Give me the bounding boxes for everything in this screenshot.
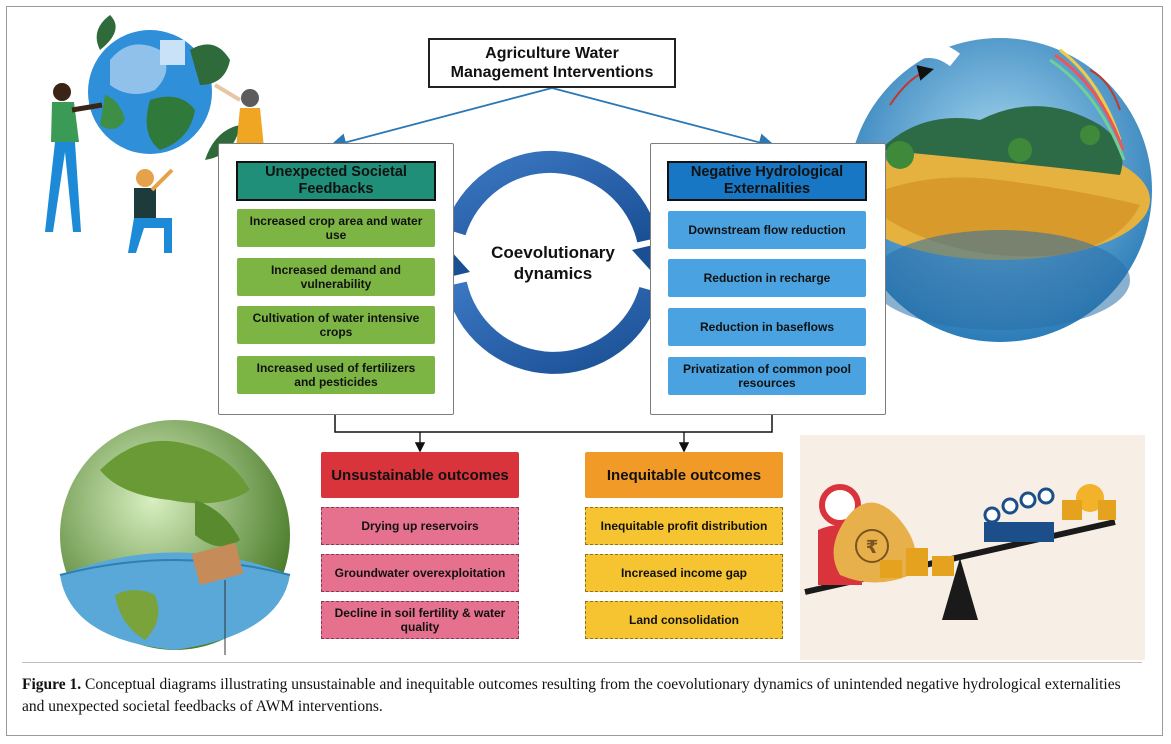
item-line: Privatization of common pool — [682, 362, 851, 376]
unsustainable-item-2: Groundwater overexploitation — [321, 554, 519, 592]
item-line: Decline in soil fertility & water — [334, 606, 506, 620]
item-line: Drying up reservoirs — [361, 519, 479, 533]
unsustainable-outcomes-header: Unsustainable outcomes — [321, 452, 519, 498]
hydro-item-1: Downstream flow reduction — [668, 211, 866, 249]
caption-text: Conceptual diagrams illustrating unsusta… — [22, 676, 1121, 715]
water-cycle-globe-illustration — [848, 38, 1152, 342]
item-line: Inequitable profit distribution — [600, 519, 768, 533]
earth-globe-illustration — [59, 420, 291, 655]
item-line: Reduction in baseflows — [699, 320, 834, 334]
inequitable-outcomes-header: Inequitable outcomes — [585, 452, 783, 498]
hydro-item-2: Reduction in recharge — [668, 259, 866, 297]
outcome-bracket — [334, 415, 773, 433]
item-line: resources — [738, 376, 796, 390]
center-line1: Coevolutionary — [491, 243, 615, 262]
item-line: Increased crop area and water — [249, 214, 423, 228]
interventions-line2: Management Interventions — [450, 64, 654, 81]
hydro-header-line1: Negative Hydrological — [690, 164, 844, 180]
caption-label: Figure 1. — [22, 676, 82, 693]
arrow-to-left-panel — [328, 87, 553, 152]
hydro-header-line2: Externalities — [723, 181, 811, 197]
hydrological-externalities-header: Negative Hydrological Externalities — [667, 161, 867, 201]
item-line: vulnerability — [300, 277, 372, 291]
item-line: Groundwater overexploitation — [334, 566, 506, 580]
rupee-symbol: ₹ — [866, 537, 879, 558]
arrow-to-right-panel — [551, 87, 777, 152]
coevolutionary-dynamics-label: Coevolutionary dynamics — [478, 242, 628, 284]
figure-caption: Figure 1. Conceptual diagrams illustrati… — [22, 674, 1142, 718]
interventions-box: Agriculture Water Management Interventio… — [428, 38, 676, 88]
item-line: crops — [319, 325, 353, 339]
interventions-line1: Agriculture Water — [485, 45, 619, 62]
item-line: Increased used of fertilizers — [256, 361, 416, 375]
puzzle-globe-illustration — [45, 15, 264, 253]
figure-frame — [6, 6, 1163, 736]
hydro-item-3: Reduction in baseflows — [668, 308, 866, 346]
item-line: Increased demand and — [270, 263, 402, 277]
item-line: quality — [400, 620, 440, 634]
center-line2: dynamics — [513, 264, 593, 283]
societal-header-line2: Feedbacks — [298, 181, 374, 197]
item-line: Land consolidation — [629, 613, 739, 627]
inequitable-item-2: Increased income gap — [585, 554, 783, 592]
inequitable-item-1: Inequitable profit distribution — [585, 507, 783, 545]
income-gap-seesaw-illustration: ₹ — [800, 435, 1145, 660]
caption-divider — [22, 662, 1142, 663]
item-line: Downstream flow reduction — [688, 223, 846, 237]
item-line: Reduction in recharge — [703, 271, 831, 285]
item-line: Cultivation of water intensive — [252, 311, 420, 325]
societal-feedbacks-header: Unexpected Societal Feedbacks — [236, 161, 436, 201]
item-line: and pesticides — [294, 375, 378, 389]
unsustainable-item-1: Drying up reservoirs — [321, 507, 519, 545]
item-line: Increased income gap — [620, 566, 748, 580]
societal-header-line1: Unexpected Societal — [265, 164, 407, 180]
item-line: use — [325, 228, 347, 242]
inequitable-item-3: Land consolidation — [585, 601, 783, 639]
